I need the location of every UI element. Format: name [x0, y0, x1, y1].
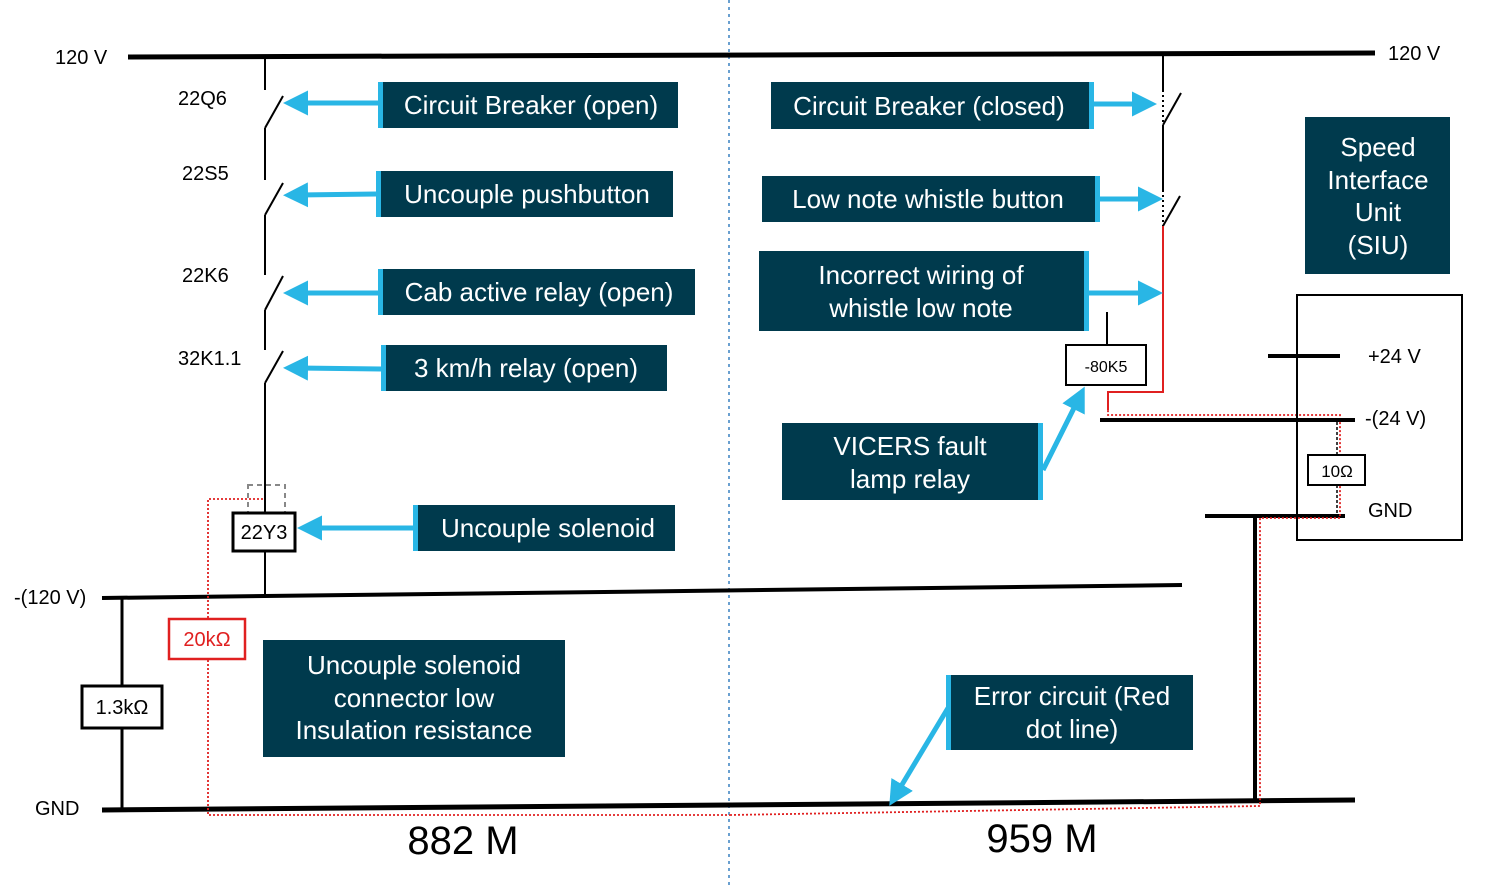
switch-22k6 [264, 275, 284, 311]
red-wire [1107, 226, 1164, 410]
callout-low-ins-line2: connector low [334, 683, 495, 713]
label-20k: 20kΩ [183, 629, 230, 651]
r10-box [1307, 454, 1366, 486]
siu-frame [1296, 294, 1463, 541]
arrow-error [889, 706, 951, 806]
solenoid-22y3-box [231, 511, 297, 553]
arrow-kmh [283, 355, 382, 381]
arrow-uncouple-pb [283, 182, 377, 208]
error-path-right [729, 392, 1341, 816]
r13k-box [80, 684, 164, 730]
switch-22s5 [264, 182, 284, 216]
callout-wiring-box [759, 251, 1089, 331]
callout-whistle-btn-box [762, 176, 1100, 222]
callout-low-ins-line3: Insulation resistance [295, 715, 532, 745]
callout-error-box [946, 675, 1193, 750]
callout-low-ins-box [263, 640, 565, 757]
callout-cab-relay: Cab active relay (open) [405, 277, 674, 307]
callout-siu-box [1305, 117, 1450, 274]
label-neg120v: -(120 V) [14, 587, 86, 609]
label-80k5: -80K5 [1085, 359, 1128, 376]
callout-error-line2: dot line) [1026, 714, 1119, 744]
callout-uncouple-sol-box [413, 505, 675, 551]
callout-low-ins-line1: Uncouple solenoid [307, 650, 521, 680]
callout-whistle-btn: Low note whistle button [792, 184, 1064, 214]
callout-cb-open-box [378, 82, 678, 128]
callout-error-line1: Error circuit (Red [974, 681, 1170, 711]
label-120v-right: 120 V [1388, 43, 1441, 65]
callout-uncouple-pb: Uncouple pushbutton [404, 179, 650, 209]
callout-vicers-line2: lamp relay [850, 464, 970, 494]
label-10ohm: 10Ω [1321, 462, 1353, 481]
label-32k1: 32K1.1 [178, 348, 241, 370]
callout-kmh: 3 km/h relay (open) [414, 353, 638, 383]
section-label-right: 959 M [986, 817, 1097, 861]
label-22y3: 22Y3 [241, 522, 288, 544]
callout-vicers-box [782, 423, 1043, 500]
callout-siu-line3: Unit [1355, 197, 1402, 227]
rail-gnd [101, 797, 1356, 813]
callout-uncouple-pb-box [376, 171, 673, 217]
rail-120v [127, 50, 1376, 60]
callout-cb-closed: Circuit Breaker (closed) [793, 91, 1065, 121]
callout-wiring-line1: Incorrect wiring of [818, 260, 1024, 290]
label-22k6: 22K6 [182, 265, 229, 287]
callout-cab-relay-box [378, 269, 695, 315]
callout-cb-closed-box [771, 82, 1094, 129]
label-plus24v: +24 V [1368, 346, 1421, 368]
r20k-box [167, 617, 247, 661]
label-120v-left: 120 V [55, 47, 108, 69]
callout-siu-line2: Interface [1327, 165, 1428, 195]
switch-32k1 [264, 350, 284, 384]
callout-uncouple-sol: Uncouple solenoid [441, 513, 655, 543]
switch-22q6 [264, 95, 284, 129]
callout-wiring-line2: whistle low note [828, 293, 1013, 323]
callout-vicers-line1: VICERS fault [833, 431, 987, 461]
label-gnd-left: GND [35, 798, 79, 820]
callout-kmh-box [381, 345, 667, 391]
label-gnd-right: GND [1368, 500, 1412, 522]
callout-cb-open: Circuit Breaker (open) [404, 90, 658, 120]
arrow-vicers [1040, 386, 1085, 472]
rail-neg120v [101, 583, 1183, 600]
label-neg24v: -(24 V) [1365, 408, 1426, 430]
switch-cb-closed [1162, 92, 1182, 126]
label-13k: 1.3kΩ [96, 697, 149, 719]
label-22q6: 22Q6 [178, 88, 227, 110]
callout-siu-line1: Speed [1340, 132, 1415, 162]
switch-whistle [1162, 195, 1181, 227]
section-label-left: 882 M [407, 819, 518, 863]
label-22s5: 22S5 [182, 163, 229, 185]
k80-box [1065, 344, 1147, 386]
callout-siu-line4: (SIU) [1348, 230, 1409, 260]
